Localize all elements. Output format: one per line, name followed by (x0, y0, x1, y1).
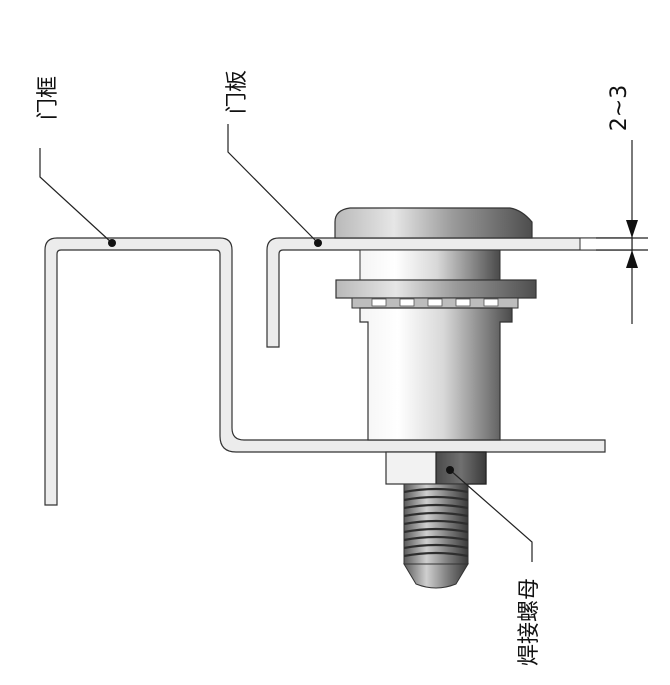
dimension-arrow-top (626, 220, 638, 238)
lock-cap (334, 207, 533, 239)
lock-body-upper (359, 249, 501, 281)
label-door-panel: 门板 (225, 70, 250, 114)
gap-dimension-lines (596, 140, 648, 324)
leader-dot-weld-nut (446, 466, 454, 474)
label-door-frame: 门框 (36, 76, 61, 120)
lock-cylinder (359, 307, 513, 441)
bolt (403, 483, 469, 589)
lock-nut-teeth (371, 298, 499, 307)
leader-dot-door-frame (108, 239, 116, 247)
washer (335, 279, 537, 299)
label-gap-dimension: 2~3 (607, 85, 632, 131)
leader-dot-door-panel (314, 239, 322, 247)
label-weld-nut: 焊接螺母 (517, 578, 542, 666)
leader-door-frame (39, 148, 113, 244)
leader-door-panel (227, 124, 319, 244)
door-panel-gap (579, 237, 633, 251)
dimension-arrow-bottom (626, 250, 638, 268)
leader-weld-nut (449, 469, 533, 562)
door-frame-sheet (44, 237, 606, 506)
